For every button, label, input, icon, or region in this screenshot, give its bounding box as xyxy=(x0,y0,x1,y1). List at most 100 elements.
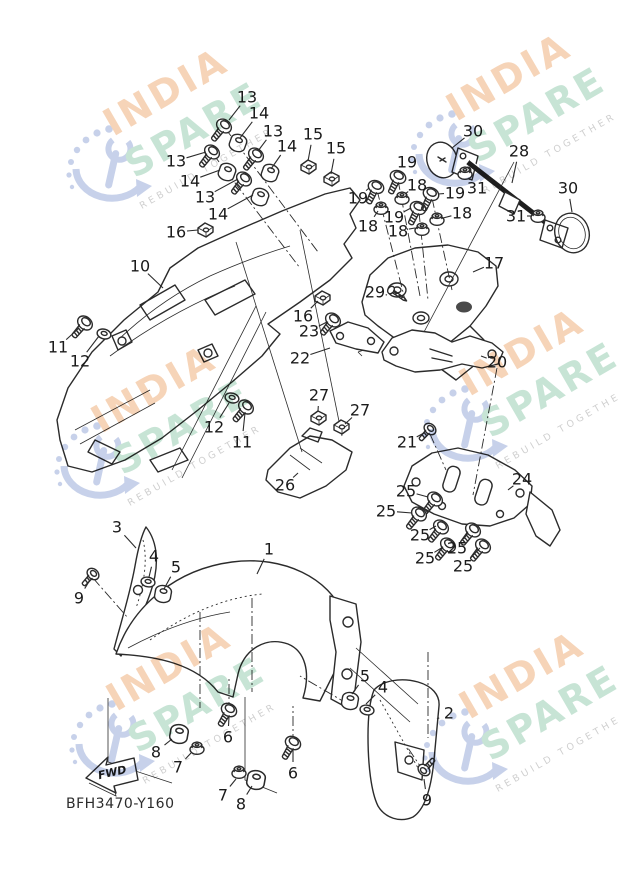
callout-leader-24 xyxy=(507,485,514,491)
callout-leader-10 xyxy=(147,273,164,289)
callout-13: 13 xyxy=(166,152,186,171)
callout-11: 11 xyxy=(48,338,68,357)
fastener-washer-12 xyxy=(223,390,241,406)
callout-24: 24 xyxy=(512,470,532,489)
callout-14: 14 xyxy=(277,137,297,156)
callout-leader-7 xyxy=(229,778,237,787)
callout-5: 5 xyxy=(171,558,181,577)
fwd-marker: FWD xyxy=(85,756,139,797)
callout-12: 12 xyxy=(70,352,90,371)
fastener-clip-nut-16 xyxy=(314,290,331,306)
callout-18: 18 xyxy=(407,176,427,195)
callout-21: 21 xyxy=(397,433,417,452)
callout-leader-9 xyxy=(84,579,91,589)
part-22-bracket xyxy=(329,321,385,354)
fastener-grommet-14 xyxy=(248,185,272,209)
callout-leader-19 xyxy=(365,187,370,192)
callout-leader-3 xyxy=(123,534,137,549)
callout-leader-4 xyxy=(365,694,376,705)
callout-8: 8 xyxy=(151,743,161,762)
callout-leader-19 xyxy=(403,207,412,213)
fastener-nut-7 xyxy=(231,765,247,779)
callout-19: 19 xyxy=(348,189,368,208)
callout-14: 14 xyxy=(208,205,228,224)
callout-leader-26 xyxy=(292,472,299,478)
callout-22: 22 xyxy=(290,349,310,368)
callout-29: 29 xyxy=(365,283,385,302)
callout-leader-13 xyxy=(257,139,267,152)
callout-9: 9 xyxy=(74,589,84,608)
callout-15: 15 xyxy=(326,139,346,158)
callout-31: 31 xyxy=(506,207,526,226)
callout-27: 27 xyxy=(309,386,329,405)
callout-7: 7 xyxy=(173,758,183,777)
callout-25: 25 xyxy=(415,549,435,568)
fastener-nut-31 xyxy=(530,209,546,224)
fastener-grommet-5 xyxy=(339,690,361,712)
callout-leader-19 xyxy=(398,170,401,173)
callout-28: 28 xyxy=(509,142,529,161)
callout-leader-18 xyxy=(373,210,379,218)
callout-11: 11 xyxy=(232,433,252,452)
fastener-nut-7 xyxy=(189,741,205,755)
callout-leader-13 xyxy=(228,105,241,121)
drawing-code: BFH3470-Y160 xyxy=(66,796,174,812)
callout-3: 3 xyxy=(112,518,122,537)
callout-leader-14 xyxy=(239,121,253,139)
fastener-nut-31 xyxy=(457,166,473,181)
callout-leader-1 xyxy=(256,558,265,575)
fastener-screw-9 xyxy=(77,565,102,590)
callout-25: 25 xyxy=(453,557,473,576)
part-26-mud-guard xyxy=(265,427,353,499)
callout-leader-13 xyxy=(186,151,207,159)
callout-30: 30 xyxy=(558,179,578,198)
fastener-nut-18 xyxy=(414,222,430,237)
callout-leader-25 xyxy=(463,532,469,540)
callout-leader-4 xyxy=(148,566,153,578)
fastener-screw-21 xyxy=(414,420,439,445)
fastener-bolt-6 xyxy=(276,732,304,764)
callout-leader-5 xyxy=(163,576,172,590)
callout-leader-15 xyxy=(307,144,312,162)
fastener-grommet-8 xyxy=(244,768,268,792)
fastener-bolt-11 xyxy=(66,312,96,343)
callout-5: 5 xyxy=(360,667,370,686)
fastener-clip-nut-16 xyxy=(197,222,214,238)
fastener-clip-15 xyxy=(300,159,317,175)
callout-leader-23 xyxy=(318,321,328,327)
callout-16: 16 xyxy=(293,307,313,326)
callout-17: 17 xyxy=(484,254,504,273)
callout-9: 9 xyxy=(422,791,432,810)
callout-leader-8 xyxy=(164,738,173,746)
fastener-clip-27 xyxy=(310,410,327,426)
callout-25: 25 xyxy=(376,502,396,521)
callout-leader-25 xyxy=(416,493,429,498)
callout-18: 18 xyxy=(452,204,472,223)
fastener-bolt-13 xyxy=(193,141,223,172)
callout-30: 30 xyxy=(463,122,483,141)
callout-leader-12 xyxy=(219,402,230,418)
callout-4: 4 xyxy=(149,547,159,566)
callout-23: 23 xyxy=(299,322,319,341)
callout-leader-27 xyxy=(344,417,353,425)
callout-leader-7 xyxy=(185,752,192,760)
fastener-nut-18 xyxy=(429,212,445,227)
callout-leader-15 xyxy=(330,158,335,175)
callout-leader-30 xyxy=(569,198,573,213)
fastener-grommet-8 xyxy=(167,722,191,746)
part-28-reflector-stay xyxy=(451,147,569,249)
fastener-bolt-6 xyxy=(212,699,240,731)
callout-6: 6 xyxy=(288,764,298,783)
callout-14: 14 xyxy=(249,104,269,123)
callout-26: 26 xyxy=(275,476,295,495)
callout-20: 20 xyxy=(487,353,507,372)
callout-leader-14 xyxy=(200,169,221,178)
callout-leader-25 xyxy=(429,525,437,531)
callout-7: 7 xyxy=(218,786,228,805)
callout-leader-16 xyxy=(310,300,319,309)
fastener-grommet-14 xyxy=(258,161,282,185)
callout-1: 1 xyxy=(264,540,274,559)
fastener-grommet-14 xyxy=(215,160,239,184)
